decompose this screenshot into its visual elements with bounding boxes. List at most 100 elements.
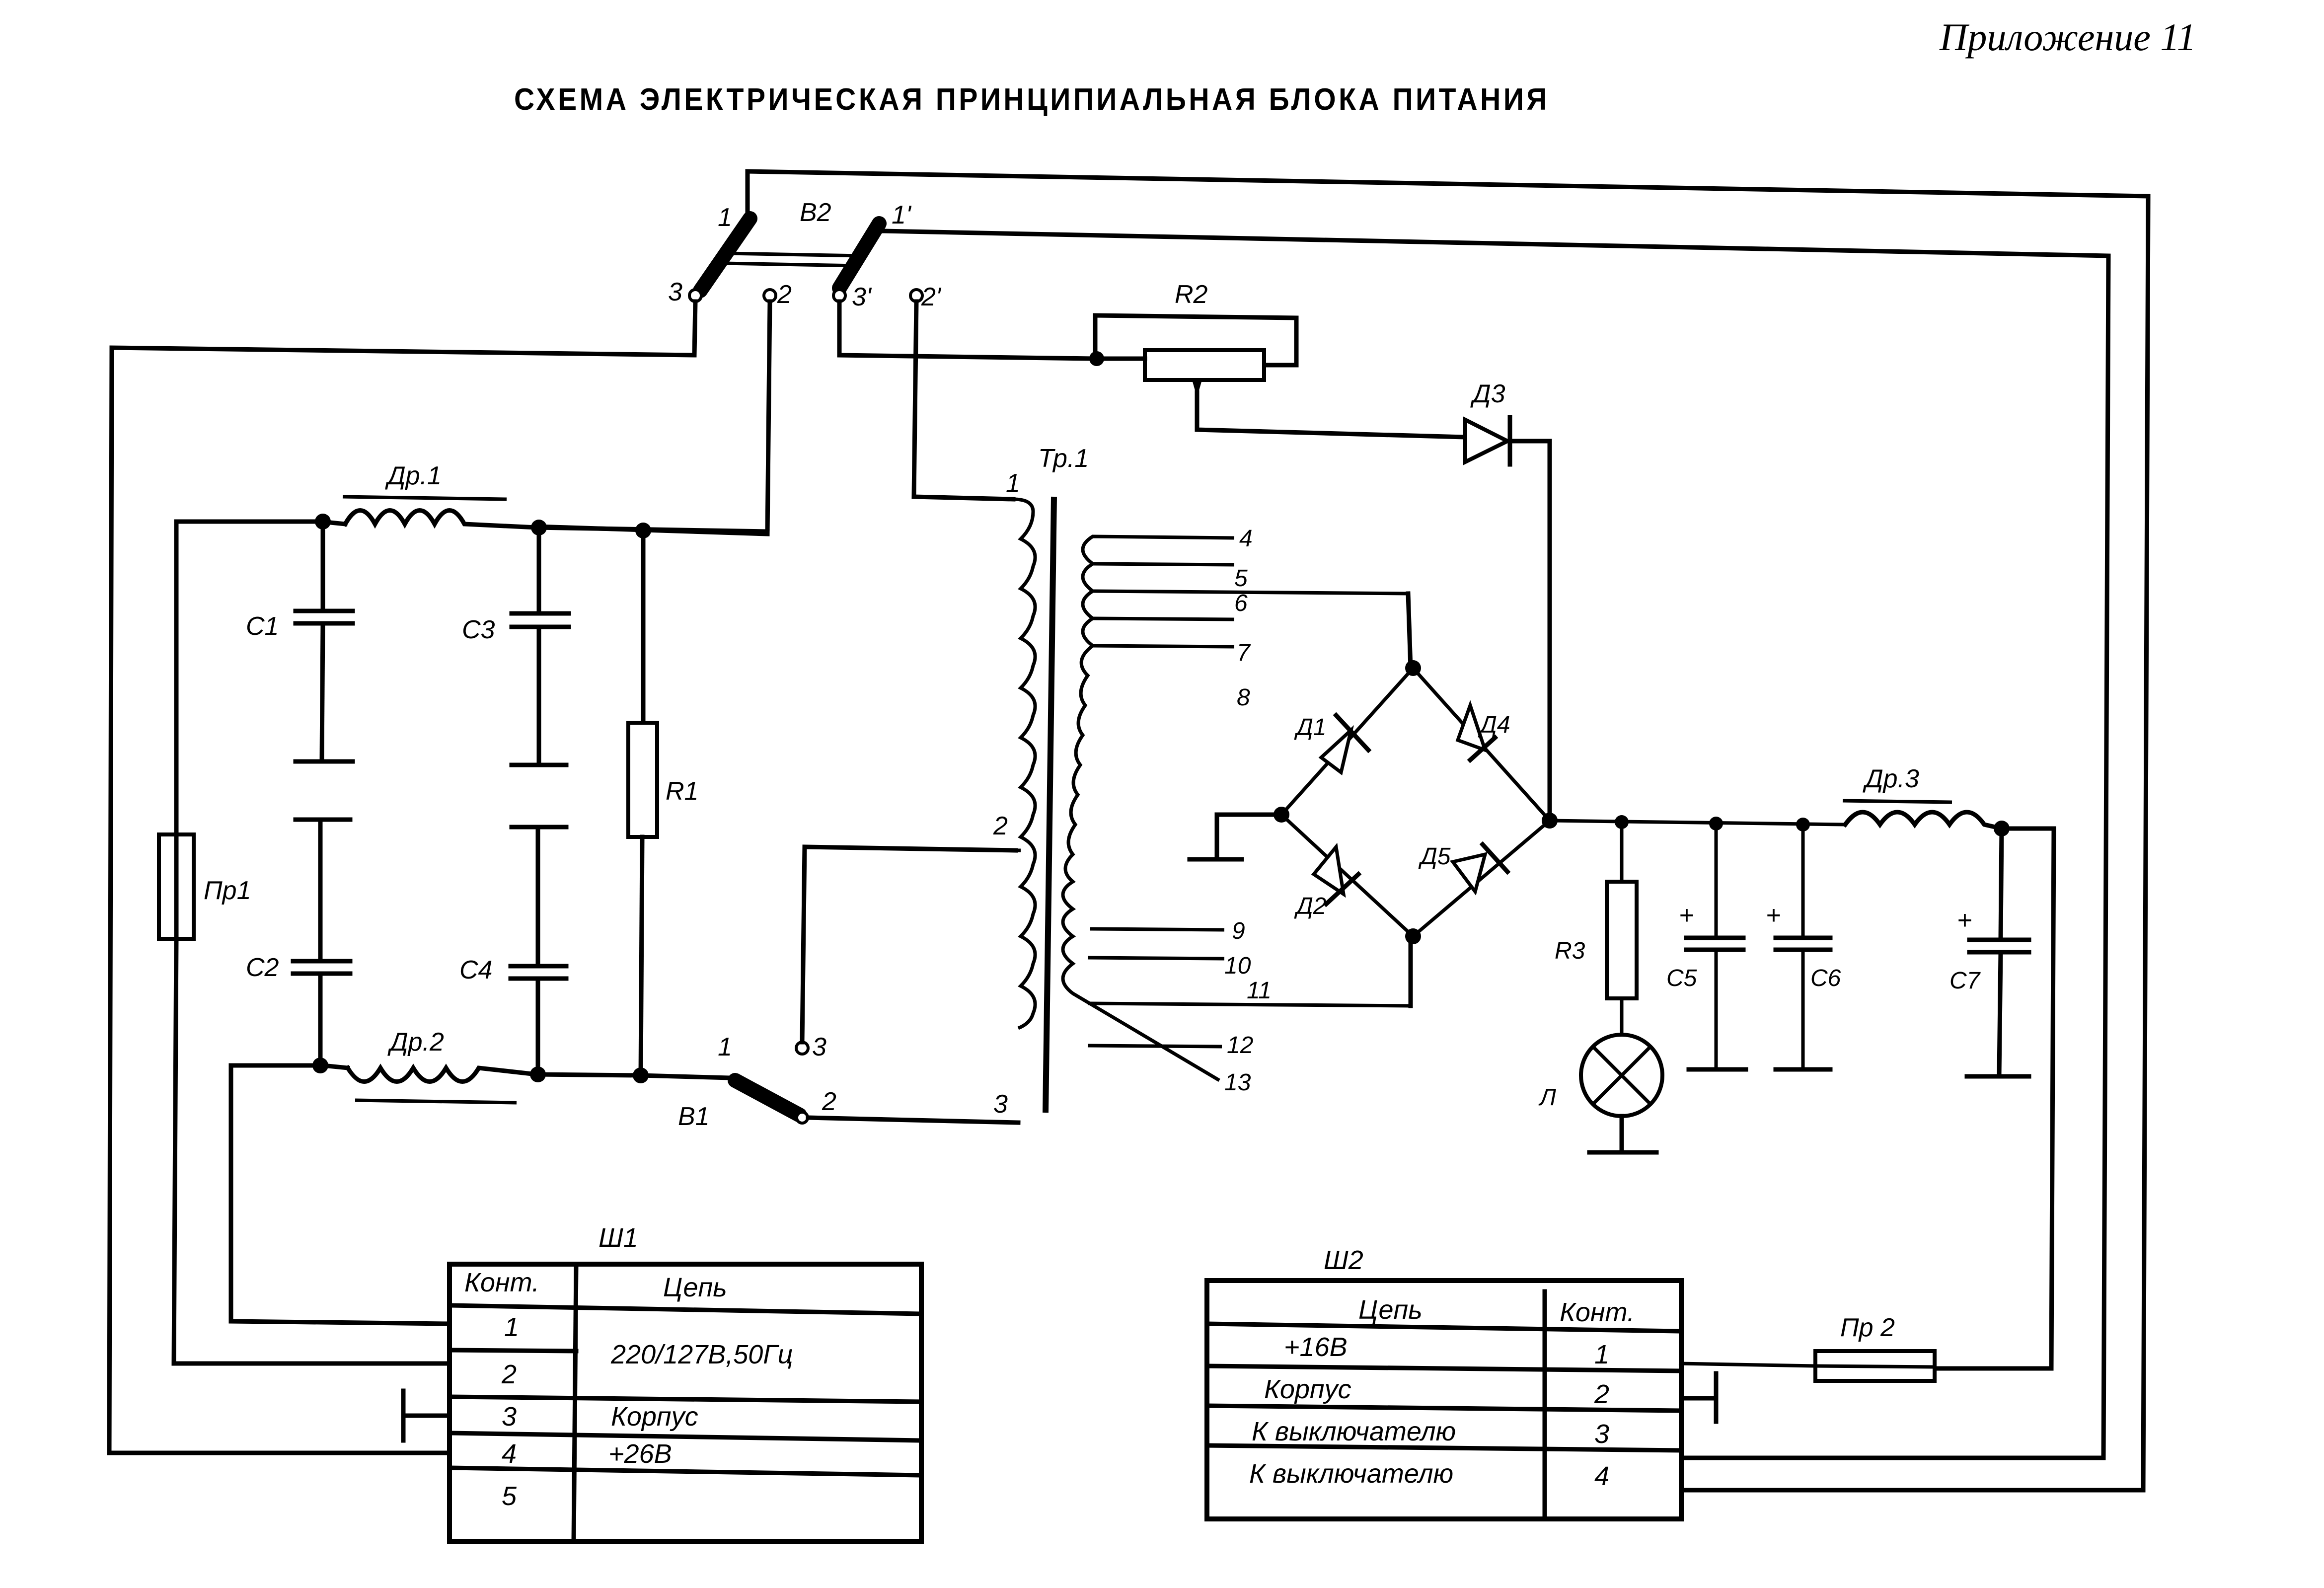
d5-label: Д5 — [1418, 843, 1451, 870]
wire-b2-pin1prime-to-sh2-pin3 — [879, 228, 2111, 1460]
secondary-tap-10: 10 — [1224, 953, 1251, 979]
sh2-row1-contact: 1 — [1594, 1340, 1609, 1369]
d3-label: Д3 — [1470, 379, 1505, 408]
switch-b1: В1 1 2 3 — [638, 844, 1021, 1131]
lamp-label: Л — [1538, 1084, 1556, 1111]
sh1-row1-circuit: 220/127В,50Гц — [610, 1340, 793, 1369]
choke-dr1-label: Др.1 — [385, 461, 442, 490]
switch-b2-pin-2: 2 — [777, 280, 792, 309]
switch-b2-pin-3: 3 — [668, 278, 682, 306]
c1-label: С1 — [246, 612, 279, 641]
connector-sh2-label: Ш2 — [1324, 1245, 1363, 1275]
switch-b2-label: В2 — [800, 198, 831, 227]
c3-label: С3 — [462, 615, 495, 644]
c4-label: С4 — [459, 956, 492, 984]
sh1-header-circuit: Цепь — [663, 1273, 727, 1302]
bridge-rectifier: Д1 Д4 Д2 Д5 — [1187, 591, 1558, 1008]
secondary-tap-6: 6 — [1234, 590, 1248, 616]
secondary-tap-7: 7 — [1237, 640, 1251, 666]
sh1-row: 5 — [502, 1481, 517, 1511]
wire-b2-pin2prime-to-tr1 — [911, 299, 1016, 502]
fuse-pr1-label: Пр1 — [204, 876, 251, 905]
switch-b2-pin-3prime: 3' — [852, 283, 872, 311]
c6-label: С6 — [1810, 965, 1841, 991]
sh1-row4-circuit: +26В — [608, 1439, 672, 1469]
d1-label: Д1 — [1294, 714, 1327, 741]
secondary-tap-5: 5 — [1234, 565, 1248, 592]
secondary-tap-11: 11 — [1247, 978, 1272, 1004]
r3-label: R3 — [1555, 938, 1585, 964]
sh1-row: 1 220/127В,50Гц — [504, 1312, 793, 1369]
r1-label: R1 — [666, 777, 698, 806]
wire-b2-pin3-to-sh1-pin4 — [107, 299, 698, 1455]
secondary-tap-4: 4 — [1239, 526, 1253, 552]
sh2-row: К выключателю 4 — [1249, 1459, 1609, 1491]
sh2-row4-contact: 4 — [1594, 1461, 1609, 1491]
connector-sh1: Ш1 Конт. Цепь 1 220/127В,50Гц 2 3 Корпус… — [401, 1223, 924, 1544]
d2-label: Д2 — [1294, 893, 1327, 919]
transformer-label: Тр.1 — [1038, 444, 1089, 473]
switch-b2: В2 1 2 3 1' 2' 3' — [668, 198, 942, 311]
r2-label: R2 — [1175, 280, 1208, 309]
c6-plus: + — [1766, 901, 1781, 930]
c7-label: С7 — [1949, 968, 1981, 994]
sh1-header-contact: Конт. — [464, 1268, 539, 1297]
sh2-row3-circuit: К выключателю — [1252, 1417, 1456, 1446]
diagram-title: СХЕМА ЭЛЕКТРИЧЕСКАЯ ПРИНЦИПИАЛЬНАЯ БЛОКА… — [514, 82, 1550, 117]
potentiometer-r2: R2 — [1089, 280, 1468, 440]
sh1-row3-circuit: Корпус — [611, 1402, 698, 1432]
fuse-pr2: Пр 2 — [1678, 1313, 1937, 1383]
c2-label: С2 — [246, 953, 279, 982]
sh2-row: К выключателю 3 — [1252, 1417, 1609, 1449]
switch-b2-pin-1: 1 — [718, 203, 732, 232]
sh1-row5-contact: 5 — [502, 1481, 517, 1511]
wire-b2-pin3prime-to-r2 — [837, 299, 1095, 361]
sh2-row: Корпус 2 — [1264, 1374, 1609, 1409]
primary-tap-1: 1 — [1006, 469, 1020, 498]
switch-b1-label: В1 — [678, 1102, 710, 1131]
switch-b2-pin-2prime: 2' — [921, 283, 942, 311]
sh2-header-circuit: Цепь — [1358, 1295, 1423, 1325]
sh2-row2-circuit: Корпус — [1264, 1374, 1351, 1404]
sh2-row4-circuit: К выключателю — [1249, 1459, 1453, 1489]
diode-d3: Д3 — [1463, 379, 1552, 827]
switch-b1-pin-1: 1 — [718, 1033, 732, 1061]
wire-b2-pin1-to-sh2-pin4 — [745, 169, 2151, 1493]
c7-plus: + — [1957, 906, 1972, 935]
transformer-tr1: Тр.1 1 2 3 4 5 6 7 8 9 10 11 12 13 — [993, 444, 1411, 1119]
sh1-row: 2 — [501, 1360, 517, 1389]
sh1-row3-contact: 3 — [502, 1402, 517, 1432]
primary-tap-2: 2 — [993, 812, 1008, 840]
sh1-row: 4 +26В — [502, 1439, 672, 1469]
fuse-pr1: Пр1 — [157, 832, 452, 1366]
wire-b2-pin2-to-filter — [534, 299, 772, 536]
wire-sh1-pin1 — [228, 1304, 452, 1326]
appendix-label: Приложение 11 — [1940, 15, 2196, 59]
secondary-tap-12: 12 — [1227, 1032, 1253, 1059]
switch-b1-pin-2: 2 — [822, 1087, 836, 1116]
c5-plus: + — [1679, 901, 1694, 930]
switch-b1-pin-3: 3 — [812, 1033, 826, 1061]
sh1-row2-contact: 2 — [501, 1360, 517, 1389]
sh2-header-contact: Конт. — [1560, 1297, 1635, 1327]
sh1-row1-contact: 1 — [504, 1312, 519, 1342]
sh2-row1-circuit: +16В — [1284, 1332, 1348, 1362]
secondary-tap-9: 9 — [1232, 918, 1245, 944]
choke-dr2-label: Др.2 — [387, 1028, 444, 1057]
sh1-row4-contact: 4 — [502, 1439, 517, 1469]
d4-label: Д4 — [1478, 712, 1510, 738]
c5-label: С5 — [1666, 965, 1697, 991]
sh2-row: +16В 1 — [1284, 1332, 1609, 1369]
sh2-row2-contact: 2 — [1594, 1379, 1609, 1409]
connector-sh2: Ш2 Цепь Конт. +16В 1 Корпус 2 К выключат… — [1204, 1245, 1719, 1521]
connector-sh1-label: Ш1 — [599, 1223, 638, 1253]
fuse-pr2-label: Пр 2 — [1840, 1313, 1895, 1342]
sh2-row3-contact: 3 — [1594, 1419, 1609, 1449]
secondary-tap-13: 13 — [1224, 1069, 1251, 1096]
output-filter: R3 Л + С5 + С6 Др.3 + С7 — [1538, 764, 2056, 1371]
secondary-tap-8: 8 — [1237, 684, 1250, 711]
primary-tap-3: 3 — [993, 1090, 1008, 1119]
input-filter: Др.1 Др.2 С1 С2 С3 С4 — [174, 461, 770, 1309]
choke-dr3-label: Др.3 — [1863, 764, 1919, 793]
